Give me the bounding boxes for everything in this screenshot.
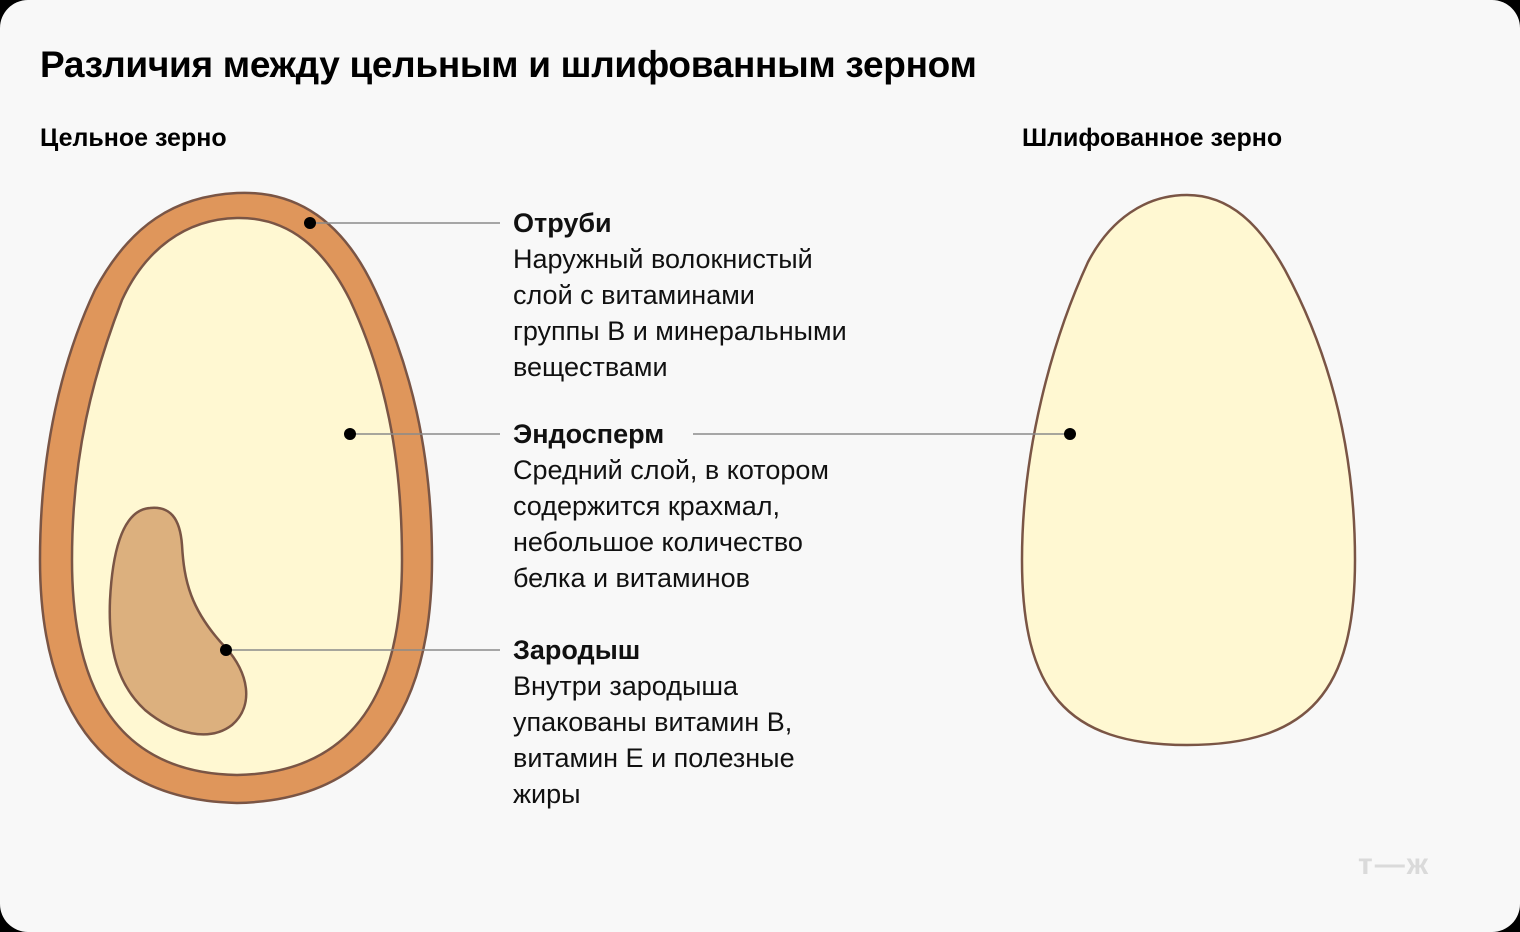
refined-grain-heading: Шлифованное зерно [1022,124,1283,152]
whole-grain-heading: Цельное зерно [40,124,227,152]
germ [108,506,248,736]
bran-dot [304,217,316,229]
endosperm-label-title: Эндосперм [513,419,665,449]
bran-label-description: Наружный волокнистый слой с витаминами г… [513,244,847,382]
germ-dot [220,644,232,656]
bran-label-title: Отруби [513,208,612,238]
refined-endosperm [1020,193,1357,747]
endosperm-label: Эндосперм Средний слой, в котором содерж… [513,416,933,596]
endosperm-label-description: Средний слой, в котором содержится крахм… [513,455,829,593]
germ-label: Зародыш Внутри зародыша упакованы витами… [513,632,933,812]
page-title: Различия между цельным и шлифованным зер… [40,44,977,85]
bran-label: Отруби Наружный волокнистый слой с витам… [513,205,933,385]
germ-label-description: Внутри зародыша упакованы витамин В, вит… [513,671,795,809]
endosperm-dot [344,428,356,440]
brand-logo: т—ж [1358,848,1430,881]
germ-label-title: Зародыш [513,635,641,665]
refined-endosperm-dot [1064,428,1076,440]
